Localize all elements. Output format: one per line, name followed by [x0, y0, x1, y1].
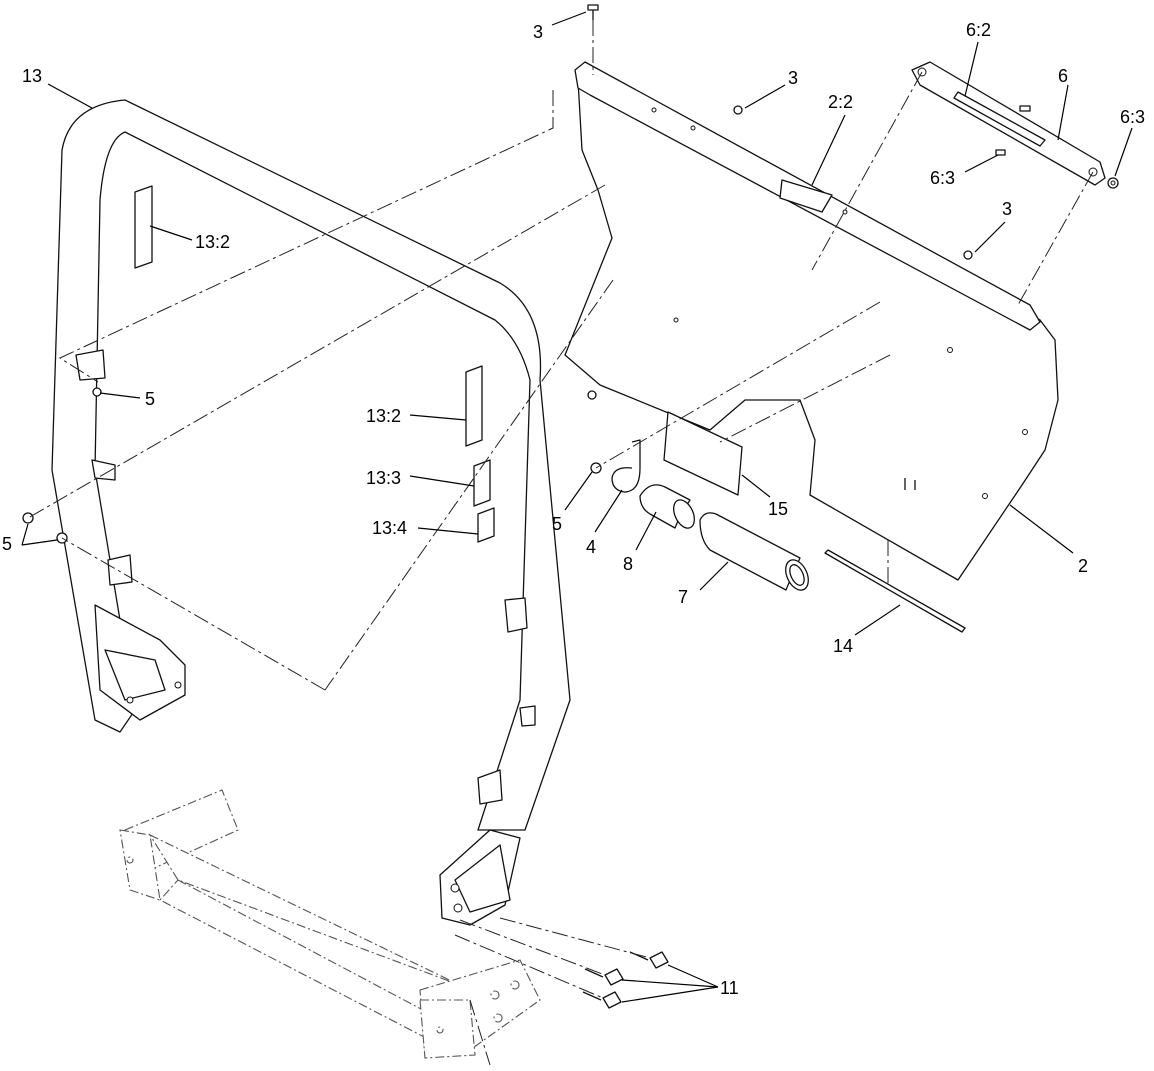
callout-5-nut-center: 5	[552, 514, 562, 534]
callout-3-top-bolt: 3	[533, 22, 543, 42]
callout-13-4-decal: 13:4	[372, 518, 407, 538]
callout-5-nut-upper: 5	[145, 389, 155, 409]
callout-3-fastener-lower: 3	[1002, 199, 1012, 219]
callout-2-2-decal: 2:2	[828, 92, 853, 112]
callout-13-2-decal-left: 13:2	[195, 232, 230, 252]
canopy-panel	[564, 61, 1059, 581]
callout-5-nuts-lower: 5	[2, 534, 12, 554]
callout-8-tube: 8	[623, 554, 633, 574]
callout-13-3-decal: 13:3	[366, 468, 401, 488]
callout-7-tube: 7	[678, 587, 688, 607]
callout-labels: 3 13 3 2:2 6:2 6 6:3 6:3 3 13:2 5 13:2 1…	[2, 20, 1145, 998]
leader-lines	[21, 11, 1133, 1003]
callout-2-canopy: 2	[1078, 556, 1088, 576]
callout-3-fastener: 3	[788, 68, 798, 88]
hardware	[22, 4, 973, 1009]
callout-15-decal: 15	[768, 499, 788, 519]
callout-11-bolts: 11	[720, 978, 739, 998]
callout-6-3-nut: 6:3	[1120, 107, 1145, 127]
callout-13-roll-bar: 13	[22, 66, 42, 86]
callout-6-3-stud: 6:3	[930, 168, 955, 188]
roll-bar	[51, 99, 571, 926]
callout-13-2-decal-mid: 13:2	[366, 406, 401, 426]
callout-14-rod: 14	[833, 636, 853, 656]
callout-6-2-decal: 6:2	[966, 20, 991, 40]
latch-plate	[911, 61, 1119, 189]
callout-4-clamp: 4	[586, 537, 596, 557]
frame-crossmember-ghost	[119, 789, 541, 1059]
callout-6-latch-plate: 6	[1058, 66, 1068, 86]
